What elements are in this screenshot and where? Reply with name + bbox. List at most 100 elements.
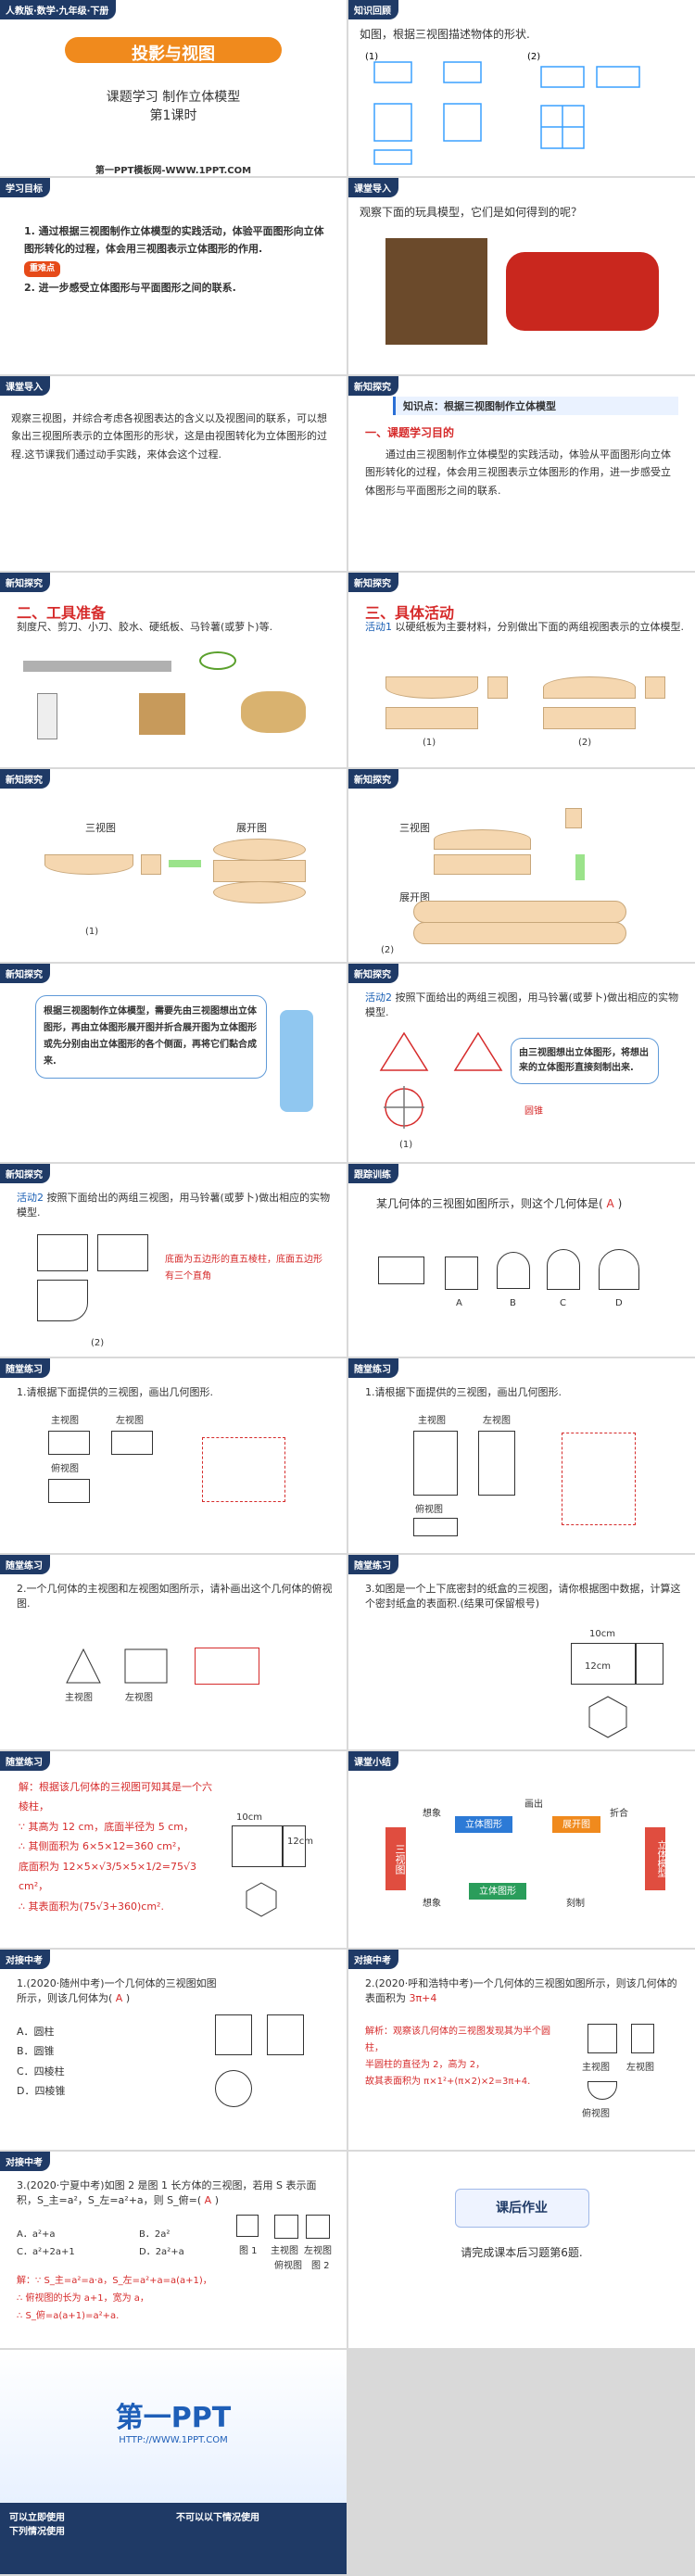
top-view-poly: [37, 1280, 88, 1321]
exam3-options-right: B．2a² D．2a²+a: [139, 2226, 184, 2261]
exam2-side: [631, 2024, 654, 2053]
slide-new-2: 新知探究 二、工具准备 刻度尺、剪刀、小刀、胶水、硬纸板、马铃薯(或萝卜)等.: [0, 573, 347, 767]
exam3-option-c[interactable]: C．a²+2a+1: [17, 2247, 75, 2257]
exam3-option-a[interactable]: A．a²+a: [17, 2229, 56, 2240]
tag-practice-4: 随堂练习: [348, 1555, 398, 1574]
slide-exam-3: 对接中考 3.(2020·宁夏中考)如图 2 是图 1 长方体的三视图，若用 S…: [0, 2152, 347, 2348]
exam2-analysis-3: 故其表面积为 π×1²+(π×2)×2=3π+4.: [365, 2077, 531, 2087]
exam1-option-c[interactable]: C．四棱柱: [17, 2065, 65, 2077]
exam3-q-text: 3.(2020·宁夏中考)如图 2 是图 1 长方体的三视图，若用 S 表示面积…: [17, 2179, 317, 2206]
exam3-tail: ): [214, 2194, 219, 2206]
intro2-text: 观察三视图，并综合考虑各视图表达的含义以及视图间的联系，可以想象出三视图所表示的…: [11, 412, 327, 461]
exam3-sol-1: 解：∵ S_主=a²=a·a，S_左=a²+a=a(a+1)，: [17, 2276, 212, 2286]
cover-lesson: 第1课时: [149, 108, 197, 123]
slide-exam-2: 对接中考 2.(2020·呼和浩特中考)一个几何体的三视图如图所示，则该几何体的…: [348, 1950, 695, 2150]
node-model: 立体模型: [645, 1827, 665, 1890]
tag-practice-2: 随堂练习: [348, 1358, 398, 1378]
blank-slide: [348, 2350, 695, 2574]
activity2-desc: 按照下面给出的两组三视图，用马铃薯(或萝卜)做出相应的实物模型.: [365, 991, 679, 1018]
tag-new-1: 新知探究: [348, 376, 398, 396]
caption-new-7: (1): [399, 1140, 413, 1150]
p3-figures: [66, 1648, 168, 1684]
front-view-rect: [37, 1234, 88, 1271]
follow-question-text: 某几何体的三视图如图所示，则这个几何体是(: [376, 1197, 603, 1210]
exam1-answer: A: [115, 1992, 123, 2004]
tag-review: 知识回顾: [348, 0, 398, 19]
sol-line-1: 解：根据该几何体的三视图可知其是一个六棱柱，: [19, 1781, 212, 1813]
exam3-label-top: 俯视图: [274, 2261, 302, 2271]
exam2-top: [588, 2081, 617, 2100]
exam3-option-d[interactable]: D．2a²+a: [139, 2247, 184, 2257]
exam1-side: [267, 2014, 304, 2055]
exam2-main-label: 主视图: [582, 2063, 610, 2073]
exam3-solution: 解：∵ S_主=a²=a·a，S_左=a²+a=a(a+1)， ∴ 俯视图的长为…: [17, 2272, 335, 2325]
node-solid-1: 立体图形: [455, 1816, 512, 1833]
tag-intro: 课堂导入: [348, 178, 398, 197]
tag-follow: 跟踪训练: [348, 1164, 398, 1183]
expand-2-shape-1: [413, 901, 626, 923]
exam3-label-fig2: 图 2: [311, 2261, 330, 2271]
review-text: 如图，根据三视图描述物体的形状.: [360, 28, 530, 41]
option-c-figure: [547, 1249, 580, 1290]
p5-hexagon: [246, 1882, 277, 1917]
slide-exam-1: 对接中考 1.(2020·随州中考)一个几何体的三视图如图所示，则该几何体为( …: [0, 1950, 347, 2150]
sol-line-4: 底面积为 12×5×√3/5×5×1/2=75√3 cm²，: [19, 1860, 196, 1893]
exam1-tail: ): [125, 1992, 131, 2004]
slide-review: 知识回顾 如图，根据三视图描述物体的形状. (1) (2): [348, 0, 695, 176]
p3-answer-rect: [195, 1648, 259, 1685]
slide-goals: 学习目标 1. 通过根据三视图制作立体模型的实践活动，体验平面图形向立体图形转化…: [0, 178, 347, 374]
exam2-answer: 3π+4: [409, 1992, 437, 2004]
caption-new-8: (2): [91, 1338, 105, 1348]
slide-new-7: 新知探究 活动2 按照下面给出的两组三视图，用马铃薯(或萝卜)做出相应的实物模型…: [348, 964, 695, 1162]
view-shape-2: [487, 676, 508, 699]
three-view-2-top: [434, 854, 531, 875]
caption-new-5: (2): [381, 945, 395, 955]
slide-practice-1: 随堂练习 1.请根据下面提供的三视图，画出几何图形. 主视图 左视图 俯视图: [0, 1358, 347, 1553]
activity-heading: 三、具体活动: [365, 604, 455, 622]
p1-left-label: 左视图: [116, 1416, 144, 1426]
activity3-desc: 按照下面给出的两组三视图，用马铃薯(或萝卜)做出相应的实物模型.: [17, 1192, 331, 1219]
p2-answer-shape: [562, 1433, 636, 1525]
svg-text:(2): (2): [527, 52, 540, 62]
expand-shape-2: [213, 860, 306, 882]
exam3-option-b[interactable]: B．2a²: [139, 2229, 171, 2240]
slide-practice-5: 随堂练习 解：根据该几何体的三视图可知其是一个六棱柱， ∵ 其高为 12 cm，…: [0, 1751, 347, 1948]
cover-subtitle: 课题学习 制作立体模型: [106, 90, 241, 105]
node-imagine-1: 想象: [423, 1809, 441, 1819]
practice1-q: 1.请根据下面提供的三视图，画出几何图形.: [17, 1386, 213, 1398]
sol-line-3: ∴ 其侧面积为 6×5×12=360 cm²，: [19, 1840, 187, 1853]
tools-text: 刻度尺、剪刀、小刀、胶水、硬纸板、马铃薯(或萝卜)等.: [17, 621, 273, 633]
p2-left-label: 左视图: [483, 1416, 511, 1426]
slide-new-8: 新知探究 活动2 按照下面给出的两组三视图，用马铃薯(或萝卜)做出相应的实物模型…: [0, 1164, 347, 1357]
tag-new-2: 新知探究: [0, 573, 50, 592]
grade-tag: 人教版·数学·九年级·下册: [0, 0, 117, 19]
cardboard-image: [139, 693, 185, 735]
p4-hexagon: [588, 1696, 627, 1738]
slide-intro-2: 课堂导入 观察三视图，并综合考虑各视图表达的含义以及视图间的联系，可以想象出三视…: [0, 376, 347, 571]
sol-line-5: ∴ 其表面积为(75√3+360)cm².: [19, 1900, 164, 1913]
exam1-option-d[interactable]: D．四棱锥: [17, 2085, 66, 2098]
homework-banner: [455, 2189, 589, 2228]
follow-answer: A: [606, 1197, 614, 1210]
slide-practice-2: 随堂练习 1.请根据下面提供的三视图，画出几何图形. 主视图 左视图 俯视图: [348, 1358, 695, 1553]
follow-question-tail: ): [617, 1197, 623, 1210]
knowledge-bar: 知识点：根据三视图制作立体模型: [393, 397, 678, 415]
exam2-q: 2.(2020·呼和浩特中考)一个几何体的三视图如图所示，则该几何体的表面积为 …: [365, 1976, 684, 2005]
exam1-option-b[interactable]: B．圆锥: [17, 2045, 55, 2058]
toy-car-image: [506, 252, 659, 331]
tag-new-6: 新知探究: [0, 964, 50, 983]
svg-text:(1): (1): [365, 52, 378, 62]
ruler-image: [23, 661, 171, 672]
p1-main-label: 主视图: [51, 1416, 79, 1426]
expand-shape-3: [213, 881, 306, 903]
exam1-top: [215, 2070, 252, 2107]
exam1-option-a[interactable]: A．圆柱: [17, 2026, 55, 2038]
exam3-side: [306, 2215, 330, 2239]
exam2-left-label: 左视图: [626, 2063, 654, 2073]
tag-new-8: 新知探究: [0, 1164, 50, 1183]
practice3-q: 2.一个几何体的主视图和左视图如图所示，请补画出这个几何体的俯视图.: [17, 1583, 333, 1610]
tag-intro-2: 课堂导入: [0, 376, 50, 396]
speech-bubble-2: 由三视图想出立体图形，将想出来的立体图形直接刻制出来.: [511, 1038, 659, 1084]
option-b-label: B: [510, 1298, 516, 1308]
footer-left: 可以立即使用 下列情况使用: [9, 2513, 65, 2537]
